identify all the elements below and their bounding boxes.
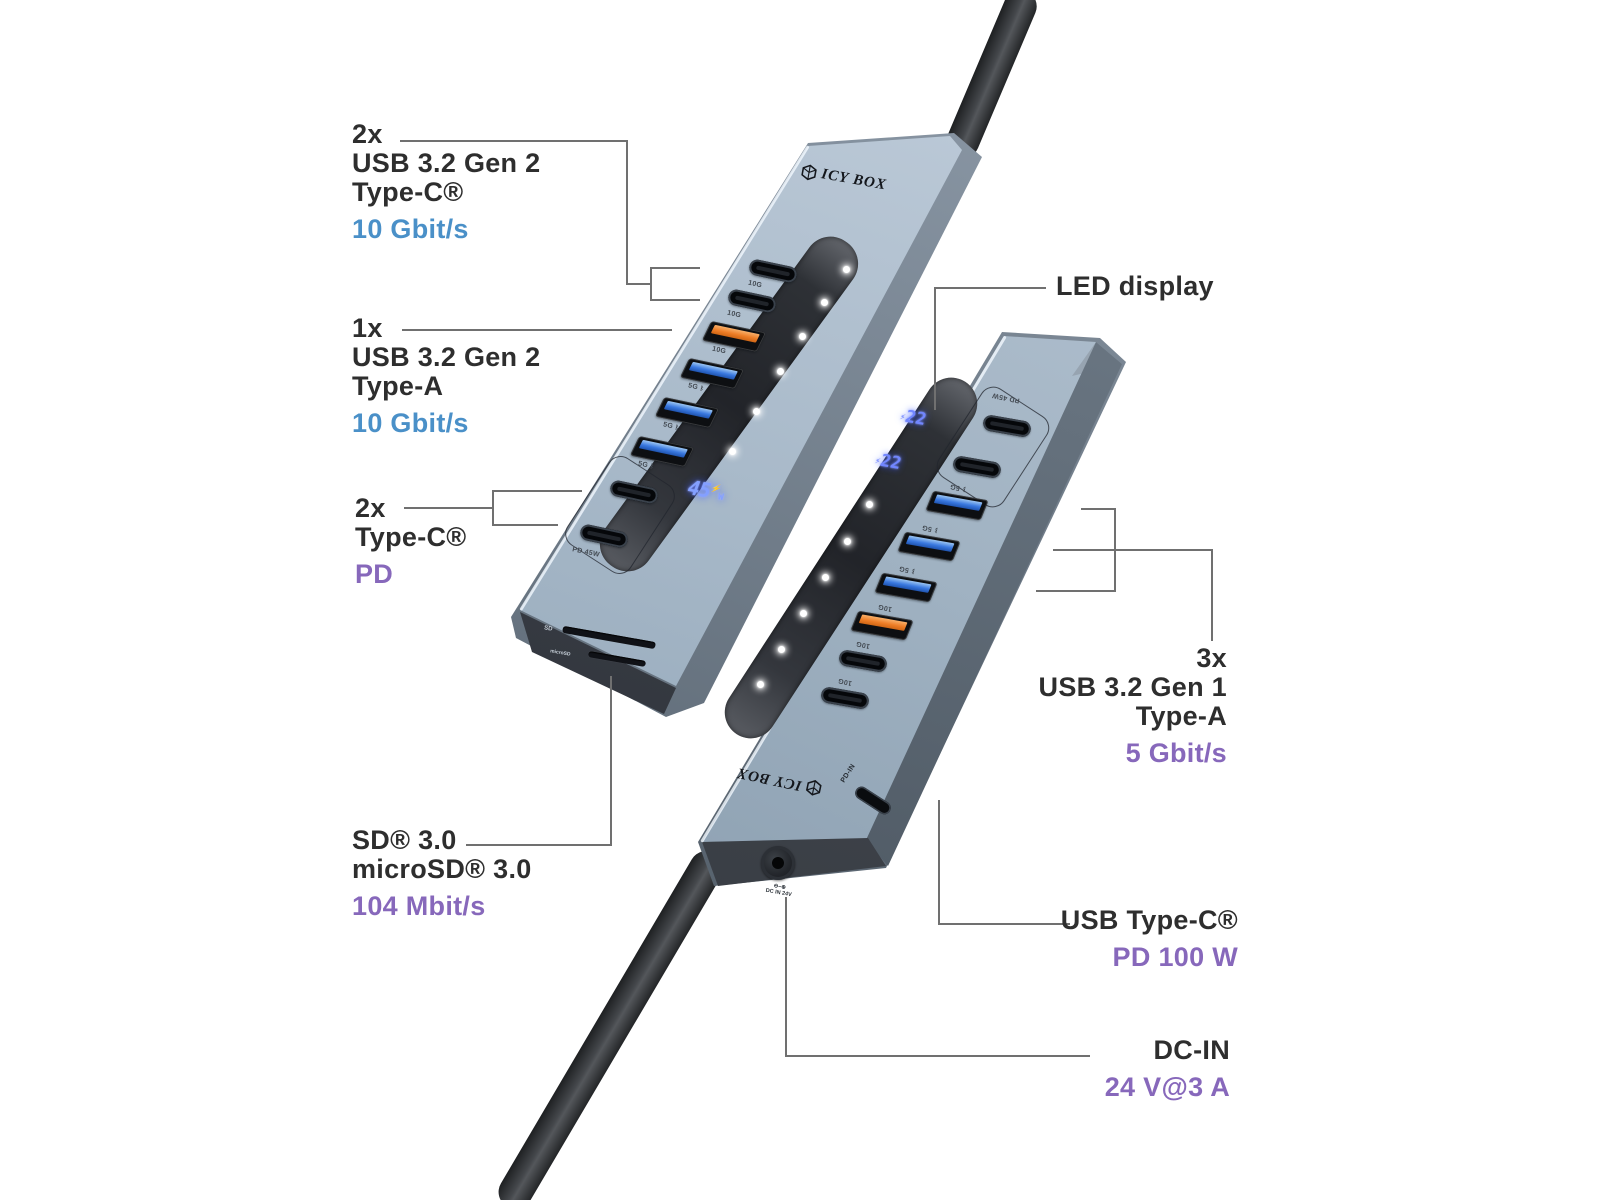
callout-line (492, 490, 582, 492)
rear-watt-display: ⚡22 (898, 407, 929, 430)
callout-count: 2x (355, 493, 386, 523)
speed-value: 5 Gbit/s (1125, 738, 1227, 768)
rear-watt-display: ⚡22 (873, 451, 904, 474)
callout-line (610, 676, 612, 846)
led-dot (843, 266, 850, 273)
callout-line (492, 524, 558, 526)
rear-brand-logo: ICY BOX (735, 763, 824, 798)
callout-line (1036, 590, 1116, 592)
led-dot (866, 501, 873, 508)
led-dot (778, 646, 785, 653)
callout-typea-gen2: 1x USB 3.2 Gen 2 Type-A 10 Gbit/s (352, 313, 541, 438)
led-dot (753, 408, 760, 415)
speed-value: 104 Mbit/s (352, 891, 486, 921)
callout-count: 1x (352, 313, 383, 343)
callout-line (404, 507, 494, 509)
callout-count: 2x (352, 119, 383, 149)
led-dot (777, 368, 784, 375)
speed-value: 10 Gbit/s (352, 214, 469, 244)
callout-dc-in: DC-IN 24 V@3 A (1104, 1035, 1230, 1102)
led-dot (757, 681, 764, 688)
callout-count: 3x (1196, 643, 1227, 673)
cube-icon (805, 779, 822, 796)
callout-line (650, 267, 652, 301)
speed-value: PD (355, 559, 394, 589)
callout-card-reader: SD® 3.0 microSD® 3.0 104 Mbit/s (352, 825, 532, 921)
callout-line (938, 800, 940, 925)
callout-line (934, 287, 936, 410)
callout-line (1081, 508, 1116, 510)
callout-typec-pd: 2x Type-C® PD (355, 493, 467, 589)
front-brand-logo: ICY BOX (799, 163, 888, 195)
dc-in-engraving: ⊖–⊕ DC IN 24V (765, 883, 793, 899)
speed-value: PD 100 W (1112, 942, 1238, 972)
callout-line (938, 923, 1070, 925)
callout-line (1053, 549, 1213, 551)
callout-line (650, 299, 700, 301)
cube-icon (801, 164, 817, 181)
callout-line (466, 844, 612, 846)
callout-line (650, 267, 700, 269)
speed-value: 10 Gbit/s (352, 408, 469, 438)
led-dot (822, 574, 829, 581)
callout-line (935, 287, 1046, 289)
sd-slot-label: SD (543, 625, 553, 633)
led-dot (844, 538, 851, 545)
callout-led-display: LED display (1056, 271, 1214, 301)
callout-line (785, 897, 787, 1057)
callout-line (492, 490, 494, 526)
callout-line (626, 140, 628, 285)
dc-in-jack (761, 846, 795, 880)
callout-line (785, 1055, 1090, 1057)
callout-line (1211, 549, 1213, 641)
callout-line (400, 140, 628, 142)
callout-usb-typec-pd: USB Type-C® PD 100 W (1060, 905, 1238, 972)
led-dot (799, 333, 806, 340)
callout-typec-gen2: 2x USB 3.2 Gen 2 Type-C® 10 Gbit/s (352, 119, 541, 244)
callout-line (626, 283, 652, 285)
callout-line (402, 329, 672, 331)
led-dot (729, 448, 736, 455)
callout-typea-gen1: 3x USB 3.2 Gen 1 Type-A 5 Gbit/s (1038, 643, 1227, 768)
led-dot (821, 299, 828, 306)
speed-value: 24 V@3 A (1104, 1072, 1230, 1102)
led-dot (800, 610, 807, 617)
